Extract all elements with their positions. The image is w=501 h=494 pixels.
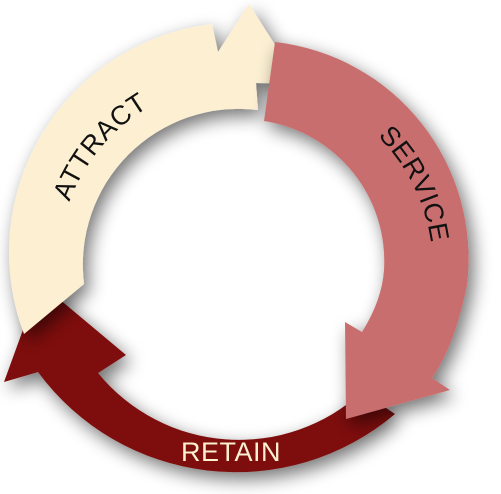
retain-arrow <box>4 283 395 473</box>
retain-label: RETAIN <box>181 437 281 467</box>
attract-arrow <box>9 4 300 334</box>
service-arrow <box>264 42 469 419</box>
